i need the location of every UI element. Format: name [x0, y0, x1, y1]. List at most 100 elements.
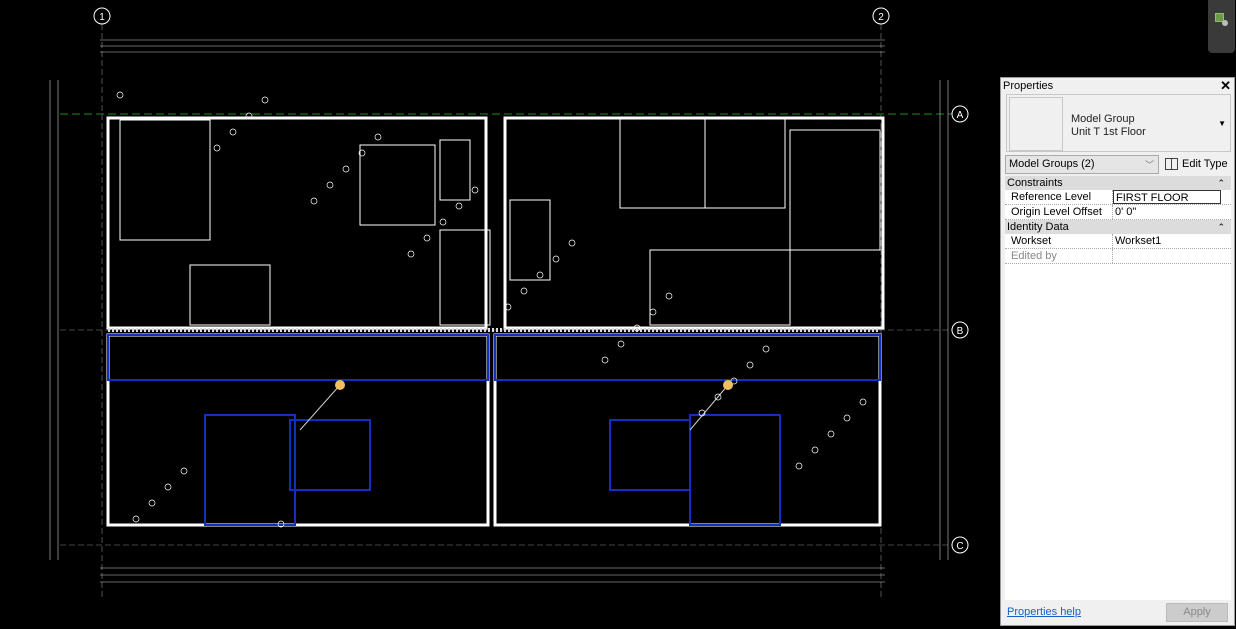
tag-symbol: [665, 292, 673, 300]
property-key: Reference Level: [1005, 190, 1113, 204]
tag-symbol: [213, 144, 221, 152]
collapse-icon[interactable]: ⌃: [1217, 222, 1225, 232]
svg-text:1: 1: [99, 12, 105, 23]
tag-symbol: [164, 483, 172, 491]
unit-outline: [493, 333, 882, 527]
tag-symbol: [407, 250, 415, 258]
tag-symbol: [762, 345, 770, 353]
tag-symbol: [795, 462, 803, 470]
tag-symbol: [617, 340, 625, 348]
grid-bubble-1[interactable]: 1: [93, 7, 111, 25]
section-constraints[interactable]: Constraints ⌃: [1005, 176, 1231, 190]
tag-symbol: [358, 149, 366, 157]
tag-symbol: [342, 165, 350, 173]
room-outline: [619, 117, 706, 209]
tag-symbol: [245, 112, 253, 120]
tag-symbol: [552, 255, 560, 263]
tag-symbol: [746, 361, 754, 369]
unit-outline: [106, 333, 490, 527]
type-name: Unit T 1st Floor: [1071, 126, 1146, 138]
svg-text:C: C: [956, 541, 963, 552]
tag-symbol: [326, 181, 334, 189]
type-preview-image: [1009, 97, 1063, 151]
tag-symbol: [148, 499, 156, 507]
edit-type-icon: [1165, 158, 1178, 170]
reference-level-field[interactable]: FIRST FLOOR: [1113, 190, 1221, 204]
tag-symbol: [261, 96, 269, 104]
viewcube-icon[interactable]: [1215, 13, 1224, 22]
selected-group-outline: [107, 334, 489, 381]
group-origin-icon[interactable]: [335, 380, 345, 390]
leader-line: [299, 384, 341, 431]
room-outline: [789, 129, 881, 251]
selected-group-outline: [204, 414, 296, 526]
selected-group-outline: [689, 414, 781, 526]
tag-symbol: [811, 446, 819, 454]
collapse-icon[interactable]: ⌃: [1217, 178, 1225, 188]
property-key: Edited by: [1005, 249, 1113, 263]
tag-symbol: [601, 356, 609, 364]
room-outline: [704, 117, 786, 209]
tag-symbol: [859, 398, 867, 406]
floor-plan-linework: [49, 24, 952, 600]
svg-text:2: 2: [878, 12, 884, 23]
edit-type-button[interactable]: Edit Type: [1164, 156, 1228, 173]
tag-symbol: [229, 128, 237, 136]
instance-filter-dropdown[interactable]: Model Groups (2)﹀: [1005, 155, 1159, 174]
section-identity-data[interactable]: Identity Data ⌃: [1005, 220, 1231, 234]
tag-symbol: [310, 197, 318, 205]
tag-symbol: [649, 308, 657, 316]
room-outline: [649, 249, 791, 326]
tag-symbol: [471, 186, 479, 194]
tag-symbol: [423, 234, 431, 242]
floor-plan-canvas[interactable]: 1 2 A B C: [0, 0, 1000, 629]
tag-symbol: [374, 133, 382, 141]
section-label: Constraints: [1007, 177, 1063, 189]
origin-offset-field[interactable]: 0' 0": [1115, 206, 1137, 218]
tag-symbol: [714, 393, 722, 401]
unit-outline: [503, 116, 885, 330]
grid-bubble-a[interactable]: A: [951, 105, 969, 123]
tag-symbol: [633, 324, 641, 332]
edit-type-label: Edit Type: [1182, 158, 1228, 170]
room-outline: [439, 139, 471, 201]
section-label: Identity Data: [1007, 221, 1069, 233]
type-family: Model Group: [1071, 113, 1135, 125]
room-outline: [439, 229, 491, 326]
svg-text:A: A: [957, 110, 964, 121]
dropdown-arrow-icon[interactable]: ▼: [1218, 119, 1226, 128]
grid-bubble-b[interactable]: B: [951, 321, 969, 339]
properties-title: Properties: [1003, 80, 1054, 92]
tag-symbol: [520, 287, 528, 295]
grid-bubble-2[interactable]: 2: [872, 7, 890, 25]
steering-wheel-icon[interactable]: [1222, 20, 1228, 26]
tag-symbol: [277, 520, 285, 528]
unit-outline: [106, 116, 488, 330]
apply-button[interactable]: Apply: [1166, 603, 1228, 622]
workset-field[interactable]: Workset1: [1115, 235, 1162, 247]
selected-group-outline: [289, 419, 371, 491]
leader-line: [689, 384, 729, 431]
tag-symbol: [843, 414, 851, 422]
property-key: Origin Level Offset: [1005, 205, 1113, 219]
tag-symbol: [536, 271, 544, 279]
room-outline: [509, 199, 551, 281]
chevron-down-icon: ﹀: [1144, 160, 1154, 170]
close-icon[interactable]: ✕: [1220, 78, 1231, 93]
navigation-viewcube[interactable]: [1208, 0, 1235, 53]
group-origin-icon[interactable]: [723, 380, 733, 390]
selected-group-outline: [494, 334, 881, 381]
selected-group-outline: [609, 419, 691, 491]
svg-text:B: B: [957, 326, 964, 337]
room-outline: [119, 119, 211, 241]
property-row-edited-by: Edited by: [1005, 249, 1231, 264]
properties-help-link[interactable]: Properties help: [1007, 606, 1081, 618]
tag-symbol: [455, 202, 463, 210]
grid-bubble-c[interactable]: C: [951, 536, 969, 554]
